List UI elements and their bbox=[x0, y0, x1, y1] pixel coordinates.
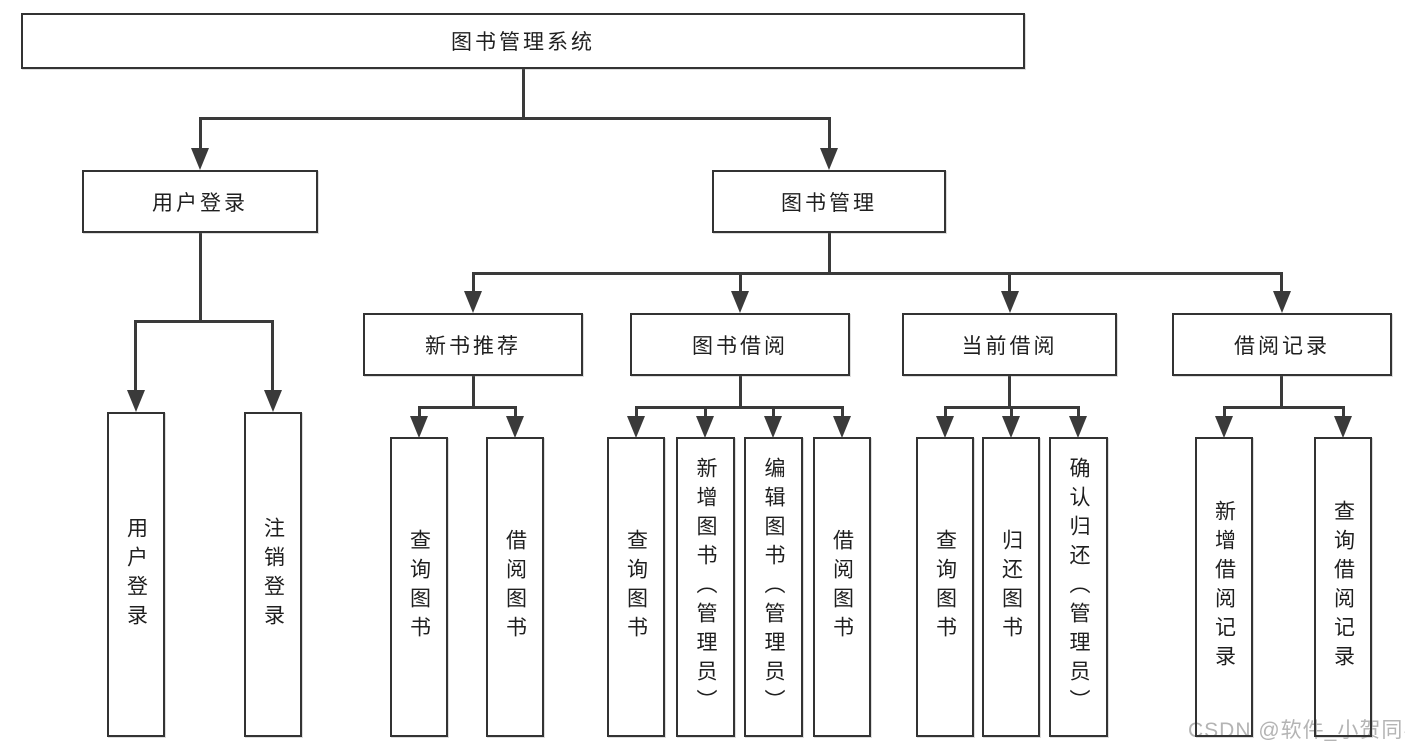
arrowhead-down-icon bbox=[264, 390, 282, 412]
connector-line bbox=[514, 406, 517, 418]
connector-line bbox=[1280, 375, 1283, 409]
leaf-records-query: 查询借阅记录 bbox=[1314, 437, 1372, 737]
leaf-borrow-edit-admin: 编辑图书（管理员） bbox=[744, 437, 803, 737]
connector-line bbox=[635, 406, 844, 409]
leaf-borrow-query: 查询图书 bbox=[607, 437, 665, 737]
connector-line bbox=[1223, 406, 1226, 418]
arrowhead-down-icon bbox=[464, 291, 482, 313]
connector-line bbox=[635, 406, 638, 418]
node-user-login: 用户登录 bbox=[82, 170, 318, 233]
node-book-management: 图书管理 bbox=[712, 170, 946, 233]
connector-line bbox=[1008, 375, 1011, 409]
connector-line bbox=[1223, 406, 1345, 409]
connector-line bbox=[522, 69, 525, 119]
arrowhead-down-icon bbox=[627, 416, 645, 438]
csdn-watermark: CSDN @软件_小贺同学 bbox=[1188, 719, 1405, 742]
connector-line bbox=[1280, 272, 1283, 293]
arrowhead-down-icon bbox=[936, 416, 954, 438]
arrowhead-down-icon bbox=[1334, 416, 1352, 438]
leaf-newbook-borrow: 借阅图书 bbox=[486, 437, 544, 737]
leaf-logout: 注销登录 bbox=[244, 412, 302, 737]
arrowhead-down-icon bbox=[1273, 291, 1291, 313]
connector-line bbox=[271, 320, 274, 392]
connector-line bbox=[199, 117, 202, 150]
connector-line bbox=[828, 233, 831, 275]
arrowhead-down-icon bbox=[127, 390, 145, 412]
connector-line bbox=[472, 272, 1283, 275]
connector-line bbox=[1008, 272, 1011, 293]
connector-line bbox=[739, 375, 742, 409]
connector-line bbox=[199, 233, 202, 323]
connector-line bbox=[199, 117, 831, 120]
node-borrow-records: 借阅记录 bbox=[1172, 313, 1392, 376]
connector-line bbox=[418, 406, 421, 418]
arrowhead-down-icon bbox=[764, 416, 782, 438]
arrowhead-down-icon bbox=[696, 416, 714, 438]
connector-line bbox=[1010, 406, 1013, 418]
node-new-book-recommend: 新书推荐 bbox=[363, 313, 583, 376]
leaf-borrow-add-admin: 新增图书（管理员） bbox=[676, 437, 735, 737]
arrowhead-down-icon bbox=[731, 291, 749, 313]
arrowhead-down-icon bbox=[410, 416, 428, 438]
connector-line bbox=[841, 406, 844, 418]
connector-line bbox=[704, 406, 707, 418]
connector-line bbox=[1077, 406, 1080, 418]
connector-line bbox=[472, 272, 475, 293]
node-book-borrow: 图书借阅 bbox=[630, 313, 850, 376]
leaf-borrow-borrow: 借阅图书 bbox=[813, 437, 871, 737]
connector-line bbox=[772, 406, 775, 418]
arrowhead-down-icon bbox=[1069, 416, 1087, 438]
connector-line bbox=[828, 117, 831, 150]
connector-line bbox=[134, 320, 137, 392]
node-root: 图书管理系统 bbox=[21, 13, 1025, 69]
leaf-user-login: 用户登录 bbox=[107, 412, 165, 737]
leaf-current-return: 归还图书 bbox=[982, 437, 1040, 737]
arrowhead-down-icon bbox=[1215, 416, 1233, 438]
connector-line bbox=[418, 406, 517, 409]
arrowhead-down-icon bbox=[1002, 416, 1020, 438]
connector-line bbox=[472, 375, 475, 409]
connector-line bbox=[134, 320, 274, 323]
leaf-current-confirm-admin: 确认归还（管理员） bbox=[1049, 437, 1108, 737]
node-current-borrow: 当前借阅 bbox=[902, 313, 1117, 376]
arrowhead-down-icon bbox=[1001, 291, 1019, 313]
arrowhead-down-icon bbox=[820, 148, 838, 170]
leaf-current-query: 查询图书 bbox=[916, 437, 974, 737]
connector-line bbox=[944, 406, 947, 418]
leaf-newbook-query: 查询图书 bbox=[390, 437, 448, 737]
arrowhead-down-icon bbox=[506, 416, 524, 438]
connector-line bbox=[739, 272, 742, 293]
connector-line bbox=[1342, 406, 1345, 418]
arrowhead-down-icon bbox=[191, 148, 209, 170]
arrowhead-down-icon bbox=[833, 416, 851, 438]
leaf-records-add: 新增借阅记录 bbox=[1195, 437, 1253, 737]
